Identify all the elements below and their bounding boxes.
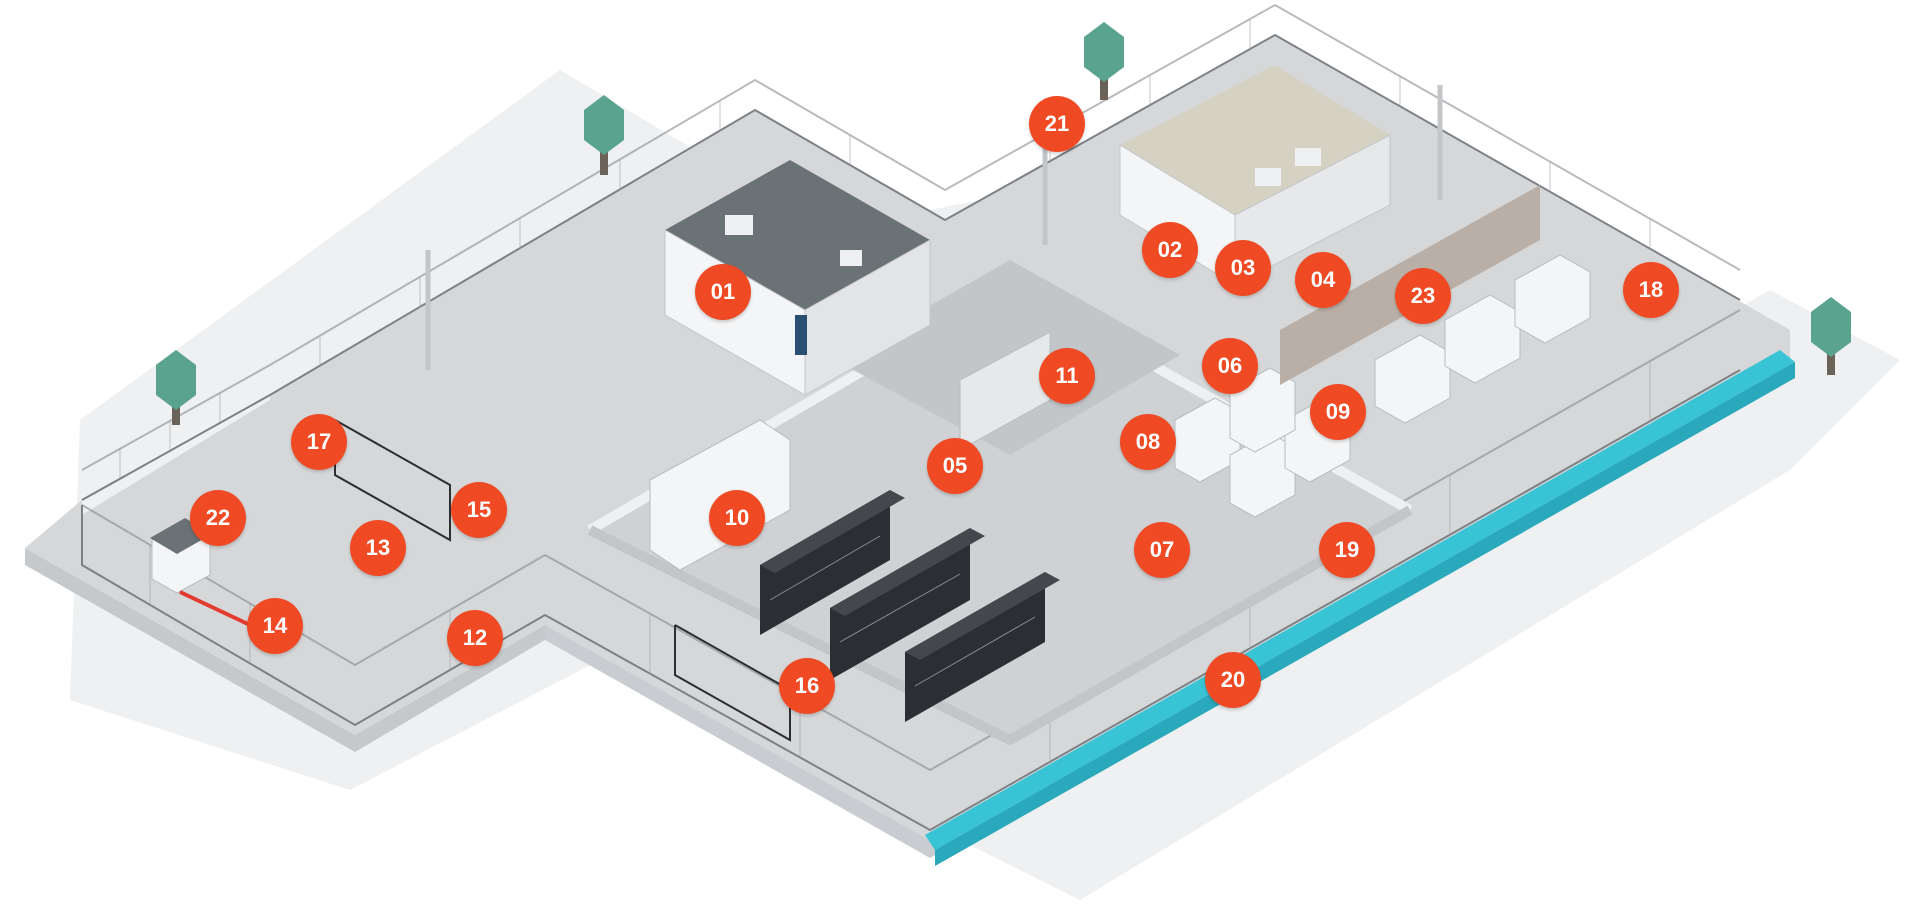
water-channel [925, 350, 1795, 866]
marker-10[interactable]: 10 [709, 490, 765, 546]
marker-13[interactable]: 13 [350, 520, 406, 576]
marker-04[interactable]: 04 [1295, 252, 1351, 308]
marker-08[interactable]: 08 [1120, 414, 1176, 470]
marker-23[interactable]: 23 [1395, 268, 1451, 324]
marker-19[interactable]: 19 [1319, 522, 1375, 578]
marker-05[interactable]: 05 [927, 438, 983, 494]
building-main [1119, 65, 1391, 286]
marker-17[interactable]: 17 [291, 414, 347, 470]
marker-03[interactable]: 03 [1215, 240, 1271, 296]
server-racks [760, 490, 1060, 722]
marker-16[interactable]: 16 [779, 658, 835, 714]
trees [156, 22, 1851, 425]
marker-09[interactable]: 09 [1310, 384, 1366, 440]
marker-06[interactable]: 06 [1202, 338, 1258, 394]
marker-14[interactable]: 14 [247, 598, 303, 654]
marker-12[interactable]: 12 [447, 610, 503, 666]
marker-21[interactable]: 21 [1029, 96, 1085, 152]
marker-11[interactable]: 11 [1039, 348, 1095, 404]
marker-02[interactable]: 02 [1142, 222, 1198, 278]
rack-lights [769, 535, 1036, 687]
marker-01[interactable]: 01 [695, 264, 751, 320]
marker-22[interactable]: 22 [190, 490, 246, 546]
marker-15[interactable]: 15 [451, 482, 507, 538]
transformers [1374, 254, 1591, 424]
marker-07[interactable]: 07 [1134, 522, 1190, 578]
marker-20[interactable]: 20 [1205, 652, 1261, 708]
marker-18[interactable]: 18 [1623, 262, 1679, 318]
